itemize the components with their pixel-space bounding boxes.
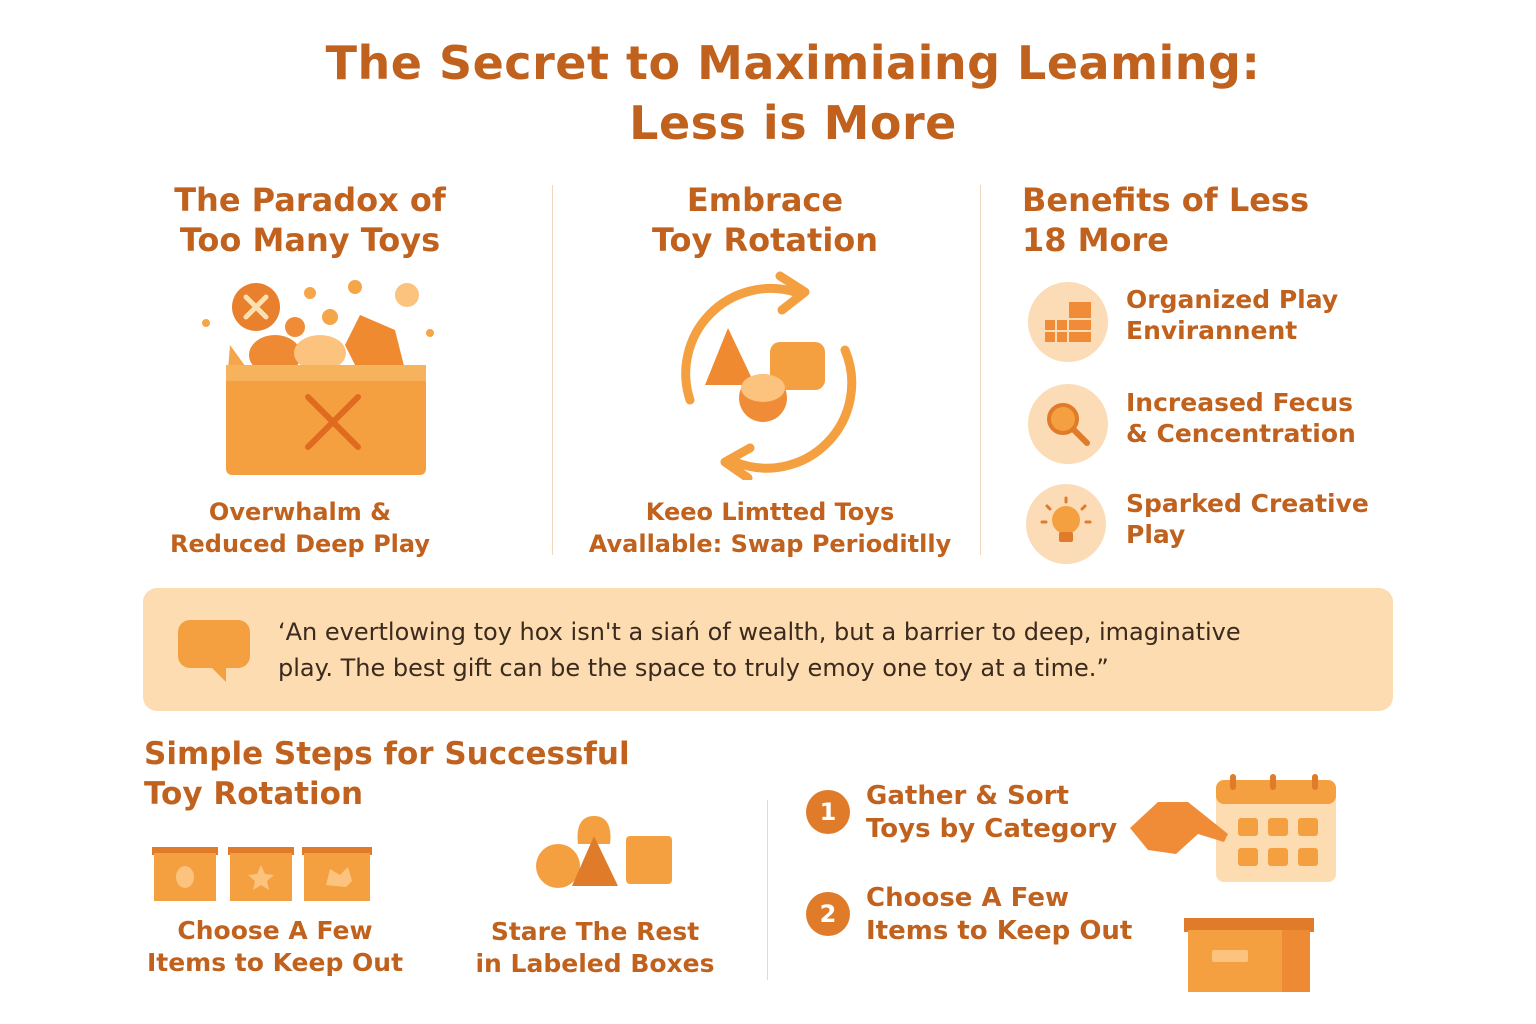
steps-heading: Simple Steps for Successful Toy Rotation	[144, 734, 664, 814]
quote-line2: play. The best gift can be the space to …	[278, 654, 1109, 682]
step-number-1: 1	[806, 790, 850, 834]
benefit-1-line2: Envirannent	[1126, 316, 1298, 345]
numbered-step-2-line2: Items to Keep Out	[866, 916, 1133, 946]
numbered-step-1-line1: Gather & Sort	[866, 781, 1069, 811]
left-step-2-line2: in Labeled Boxes	[475, 949, 715, 978]
three-bins-icon	[152, 847, 372, 901]
storage-box-icon	[1184, 918, 1314, 992]
benefit-3-line2: Play	[1126, 520, 1186, 549]
benefit-3: Sparked Creative Play	[1126, 488, 1369, 550]
rotation-cycle-icon	[681, 271, 857, 480]
blocks-icon	[1028, 282, 1108, 362]
left-step-1: Choose A Few Items to Keep Out	[130, 915, 420, 979]
col2-caption-line2: Avallable: Swap Perioditlly	[588, 530, 952, 558]
col1-heading-line2: Too Many Toys	[179, 221, 441, 259]
left-step-2: Stare The Rest in Labeled Boxes	[460, 916, 730, 980]
col2-caption-line1: Keeo Limtted Toys	[645, 498, 895, 526]
column-divider-2	[980, 185, 981, 555]
numbered-step-1: Gather & Sort Toys by Category	[866, 780, 1117, 846]
col2-heading-line1: Embrace	[686, 181, 844, 219]
col1-heading-line1: The Paradox of	[174, 181, 446, 219]
col2-heading: Embrace Toy Rotation	[615, 180, 915, 260]
steps-heading-line2: Toy Rotation	[144, 776, 364, 812]
left-step-1-line2: Items to Keep Out	[146, 948, 404, 977]
main-title-line2: Less is More	[629, 96, 957, 150]
col1-heading: The Paradox of Too Many Toys	[160, 180, 460, 260]
lightbulb-icon	[1026, 484, 1106, 564]
benefit-1: Organized Play Envirannent	[1126, 284, 1338, 346]
benefit-2-line1: Increased Fecus	[1126, 388, 1354, 417]
magnifier-icon	[1028, 384, 1108, 464]
quote-line1: ‘An evertlowing toy hox isn't a siań of …	[278, 618, 1241, 646]
benefit-2: Increased Fecus & Cencentration	[1126, 387, 1356, 449]
col1-caption-line2: Reduced Deep Play	[170, 530, 430, 558]
col2-heading-line2: Toy Rotation	[651, 221, 879, 259]
calendar-hand-icon	[1130, 774, 1336, 882]
benefit-3-line1: Sparked Creative	[1126, 489, 1369, 518]
left-step-1-line1: Choose A Few	[177, 916, 373, 945]
step-number-2: 2	[806, 892, 850, 936]
toy-shapes-icon	[536, 816, 672, 888]
overflowing-toy-box-icon	[202, 280, 434, 475]
main-title-line1: The Secret to Maximiaing Leaming:	[325, 36, 1261, 90]
benefit-2-line2: & Cencentration	[1126, 419, 1356, 448]
steps-divider	[767, 800, 768, 980]
quote-box	[143, 588, 1393, 711]
col1-caption-line1: Overwhalm &	[208, 498, 392, 526]
speech-bubble-icon	[178, 620, 250, 682]
benefit-1-line1: Organized Play	[1126, 285, 1339, 314]
quote-text: ‘An evertlowing toy hox isn't a siań of …	[278, 614, 1358, 686]
col3-heading-line2: 18 More	[1022, 221, 1169, 259]
col3-heading-line1: Benefits of Less	[1022, 181, 1310, 219]
numbered-step-1-line2: Toys by Category	[866, 814, 1118, 844]
col2-caption: Keeo Limtted Toys Avallable: Swap Period…	[580, 496, 960, 560]
steps-heading-line1: Simple Steps for Successful	[144, 736, 630, 772]
col3-heading: Benefits of Less 18 More	[1022, 180, 1362, 260]
numbered-step-2: Choose A Few Items to Keep Out	[866, 882, 1132, 948]
numbered-step-2-line1: Choose A Few	[866, 883, 1070, 913]
left-step-2-line1: Stare The Rest	[490, 917, 700, 946]
column-divider-1	[552, 185, 553, 555]
col1-caption: Overwhalm & Reduced Deep Play	[140, 496, 460, 560]
